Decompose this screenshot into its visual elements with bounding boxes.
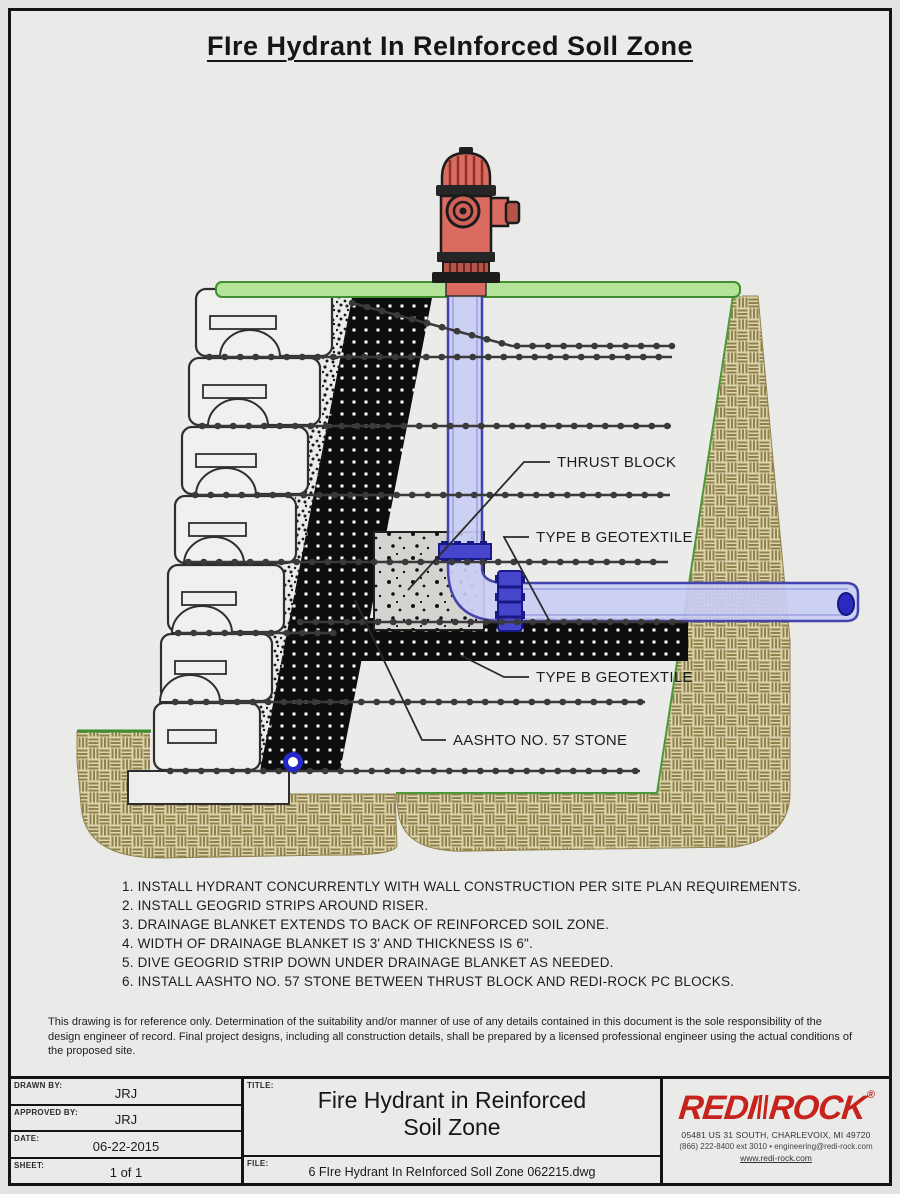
- label-geotextile-upper: TYPE B GEOTEXTILE: [536, 529, 693, 546]
- label-aashto-stone: AASHTO NO. 57 STONE: [453, 732, 627, 749]
- leader-line: [407, 461, 550, 591]
- note-line: 1. INSTALL HYDRANT CONCURRENTLY WITH WAL…: [122, 879, 802, 894]
- geogrid-strips: [166, 299, 690, 775]
- title-label: TITLE:: [247, 1081, 274, 1090]
- geogrid-strip: [348, 299, 676, 350]
- water-pipe: [438, 256, 860, 632]
- registered-mark: ®: [866, 1089, 875, 1101]
- pipe-flange-horizontal: [438, 541, 492, 563]
- drawing-title: Fire Hydrant in Reinforced Soil Zone: [244, 1087, 660, 1141]
- soil-hatch-right: [395, 295, 791, 852]
- construction-notes: 1. INSTALL HYDRANT CONCURRENTLY WITH WAL…: [122, 877, 801, 991]
- drain-pipe: [283, 752, 303, 772]
- drainage-blanket-foot: [292, 618, 688, 661]
- wall-block: [152, 674, 262, 772]
- cross-section-diagram: THRUST BLOCK TYPE B GEOTEXTILE TYPE B GE…: [76, 147, 860, 859]
- leader-line: [354, 599, 446, 741]
- pipe-flange-vertical: [495, 570, 525, 632]
- logo-text-right: ROCK: [767, 1089, 868, 1127]
- label-thrust-block: THRUST BLOCK: [557, 454, 676, 471]
- date-label: DATE:: [14, 1134, 40, 1143]
- retaining-wall: [152, 287, 334, 772]
- approved-by-label: APPROVED BY:: [14, 1107, 78, 1117]
- disclaimer-text: This drawing is for reference only. Dete…: [48, 1016, 853, 1057]
- label-geotextile-lower: TYPE B GEOTEXTILE: [536, 669, 693, 686]
- note-line: 6. INSTALL AASHTO NO. 57 STONE BETWEEN T…: [122, 974, 735, 989]
- note-line: 2. INSTALL GEOGRID STRIPS AROUND RISER.: [122, 898, 429, 913]
- date-value: 06-22-2015: [92, 1138, 160, 1154]
- drawn-by-value: JRJ: [114, 1085, 138, 1101]
- title-block-mid-column: TITLE: Fire Hydrant in Reinforced Soil Z…: [244, 1079, 663, 1183]
- callouts: [354, 461, 550, 741]
- leveling-pad: [127, 770, 290, 805]
- sheet-value: 1 of 1: [109, 1165, 143, 1180]
- company-website[interactable]: www.redi-rock.com: [740, 1153, 812, 1163]
- note-line: 5. DIVE GEOGRID STRIP DOWN UNDER DRAINAG…: [122, 955, 614, 970]
- leader-line: [502, 536, 550, 621]
- title-block: DRAWN BY: JRJ APPROVED BY: JRJ DATE: 06-…: [11, 1076, 889, 1183]
- fire-hydrant: [432, 147, 521, 297]
- drawing-title-line1: Fire Hydrant in Reinforced: [317, 1087, 587, 1113]
- title-block-left-column: DRAWN BY: JRJ APPROVED BY: JRJ DATE: 06-…: [11, 1079, 244, 1183]
- approved-by-cell: APPROVED BY: JRJ: [11, 1106, 241, 1132]
- excavation-boundary-lines: [396, 295, 734, 794]
- sheet-border-frame: FIre Hydrant In ReInforced SoIl Zone: [8, 8, 892, 1186]
- note-line: 4. WIDTH OF DRAINAGE BLANKET IS 3' AND T…: [122, 936, 533, 951]
- company-address: 05481 US 31 SOUTH, CHARLEVOIX, MI 49720: [681, 1130, 871, 1140]
- file-cell: FILE: 6 FIre Hydrant In ReInforced SoIl …: [244, 1155, 660, 1183]
- pipe-end-cap: [837, 592, 855, 616]
- logo-text-left: REDI: [677, 1089, 759, 1127]
- drawing-title-line2: Soil Zone: [403, 1114, 501, 1140]
- file-value: 6 FIre Hydrant In ReInforced SoIl Zone 0…: [308, 1165, 596, 1179]
- sheet-label: SHEET:: [14, 1160, 45, 1170]
- approved-by-value: JRJ: [114, 1112, 138, 1127]
- leader-line: [459, 654, 529, 678]
- sheet-cell: SHEET: 1 of 1: [11, 1159, 241, 1184]
- drawing-title-cell: TITLE: Fire Hydrant in Reinforced Soil Z…: [244, 1079, 660, 1155]
- page-title: FIre Hydrant In ReInforced SoIl Zone: [206, 31, 694, 61]
- date-cell: DATE: 06-22-2015: [11, 1132, 241, 1159]
- drawn-by-label: DRAWN BY:: [14, 1081, 63, 1090]
- company-contact: (866) 222-8400 ext 3010 • engineering@re…: [679, 1142, 873, 1151]
- note-line: 3. DRAINAGE BLANKET EXTENDS TO BACK OF R…: [122, 917, 610, 932]
- file-label: FILE:: [247, 1159, 269, 1168]
- drawn-by-cell: DRAWN BY: JRJ: [11, 1079, 241, 1106]
